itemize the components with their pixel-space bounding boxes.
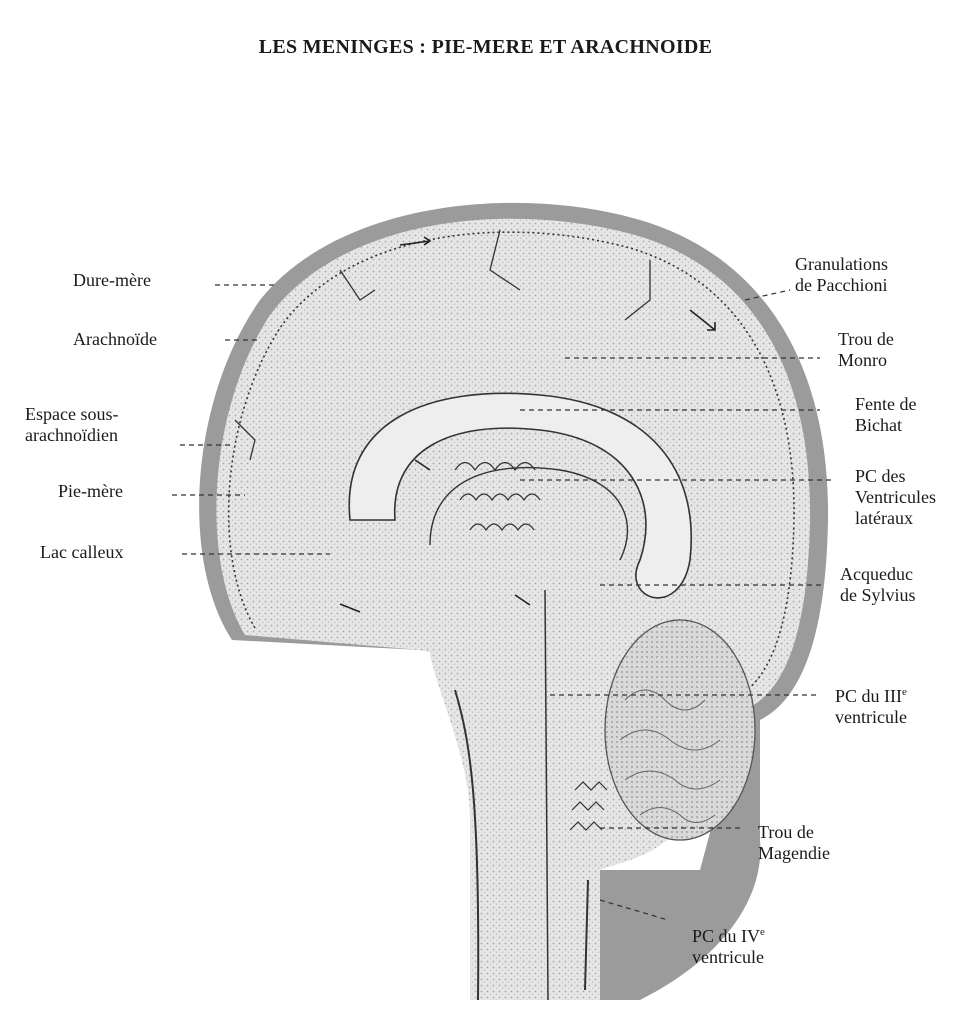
label-dure-mere: Dure-mère [73, 270, 151, 291]
label-pc-iv-line2: ventricule [692, 947, 765, 968]
label-arachnoide-text: Arachnoïde [73, 329, 157, 350]
label-granulations-line2: de Pacchioni [795, 275, 888, 296]
label-pc-iii-prefix: PC du III [835, 686, 902, 706]
label-espace-line2: arachnoïdien [25, 425, 118, 446]
label-granulations-line1: Granulations [795, 254, 888, 275]
label-granulations: Granulations de Pacchioni [795, 254, 888, 296]
label-trou-monro-line2: Monro [838, 350, 894, 371]
label-fente-de-bichat: Fente de Bichat [855, 394, 916, 436]
label-pc-ventricules-line1: PC des [855, 466, 936, 487]
label-pie-mere-text: Pie-mère [58, 481, 123, 502]
label-trou-de-magendie: Trou de Magendie [758, 822, 830, 864]
label-trou-monro-line1: Trou de [838, 329, 894, 350]
label-lac-calleux-text: Lac calleux [40, 542, 123, 563]
label-dure-mere-text: Dure-mère [73, 270, 151, 291]
label-pc-iv-ventricule: PC du IVe ventricule [692, 922, 765, 968]
label-pc-iii-line1: PC du IIIe [835, 682, 907, 707]
cerebellum [605, 620, 755, 840]
label-pc-iii-line2: ventricule [835, 707, 907, 728]
label-acqueduc-line2: de Sylvius [840, 585, 916, 606]
label-magendie-line2: Magendie [758, 843, 830, 864]
label-lac-calleux: Lac calleux [40, 542, 123, 563]
label-pc-iv-prefix: PC du IV [692, 926, 760, 946]
label-pc-iii-ventricule: PC du IIIe ventricule [835, 682, 907, 728]
label-fente-line1: Fente de [855, 394, 916, 415]
label-magendie-line1: Trou de [758, 822, 830, 843]
label-pc-ventricules-line3: latéraux [855, 508, 936, 529]
label-arachnoide: Arachnoïde [73, 329, 157, 350]
label-espace-line1: Espace sous- [25, 404, 118, 425]
label-pc-ventricules-lateraux: PC des Ventricules latéraux [855, 466, 936, 529]
label-fente-line2: Bichat [855, 415, 916, 436]
label-pc-ventricules-line2: Ventricules [855, 487, 936, 508]
label-acqueduc-de-sylvius: Acqueduc de Sylvius [840, 564, 916, 606]
label-acqueduc-line1: Acqueduc [840, 564, 916, 585]
label-trou-de-monro: Trou de Monro [838, 329, 894, 371]
label-pie-mere: Pie-mère [58, 481, 123, 502]
label-pc-iv-sup: e [760, 926, 765, 938]
label-pc-iv-line1: PC du IVe [692, 922, 765, 947]
label-espace-sous-arachnoidien: Espace sous- arachnoïdien [25, 404, 118, 446]
label-pc-iii-sup: e [902, 686, 907, 698]
